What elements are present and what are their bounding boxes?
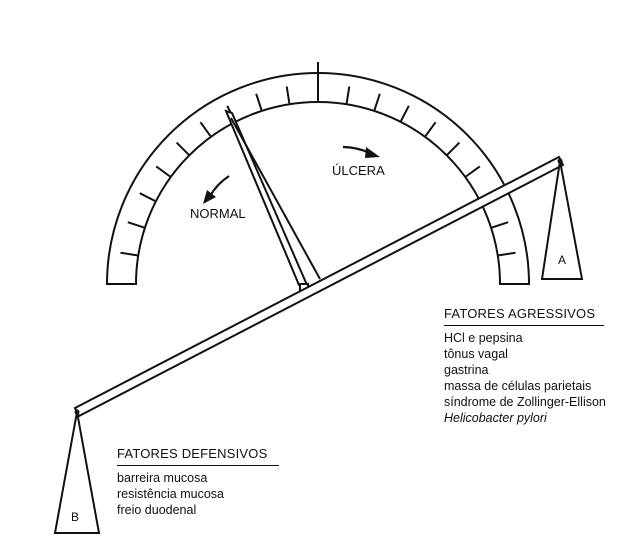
- gauge-tick: [127, 221, 146, 229]
- gauge-tick: [464, 165, 481, 178]
- gauge-tick: [373, 93, 381, 112]
- pan-b-label: B: [71, 510, 79, 524]
- list-item: tônus vagal: [444, 347, 508, 361]
- label-normal: NORMAL: [190, 206, 246, 221]
- pan-a-label: A: [558, 253, 566, 267]
- label-ulcera: ÚLCERA: [332, 163, 385, 178]
- gauge-tick: [497, 251, 516, 257]
- list-item: massa de células parietais: [444, 379, 592, 393]
- aggressive-factors: FATORES AGRESSIVOS HCl e pepsina tônus v…: [444, 306, 619, 426]
- gauge-needle: [224, 109, 309, 286]
- pan-b: [53, 411, 101, 534]
- pivot-a: [557, 158, 563, 164]
- arrow-ulcera-icon: [342, 145, 380, 158]
- gauge-tick: [155, 165, 172, 178]
- gauge-tick: [139, 192, 157, 203]
- defensive-factors-title: FATORES DEFENSIVOS: [117, 446, 279, 466]
- list-item: Helicobacter pylori: [444, 411, 547, 425]
- list-item: síndrome de Zollinger-Ellison: [444, 395, 606, 409]
- gauge-tick: [399, 105, 410, 123]
- pan-a: [540, 160, 584, 280]
- gauge-tick: [424, 121, 437, 138]
- gauge-tick: [120, 251, 139, 257]
- gauge-tick: [199, 121, 212, 138]
- gauge-tick: [175, 141, 191, 157]
- arrow-normal-icon: [203, 175, 230, 204]
- list-item: freio duodenal: [117, 503, 197, 517]
- list-item: gastrina: [444, 363, 489, 377]
- gauge-tick: [285, 86, 291, 105]
- list-item: barreira mucosa: [117, 471, 208, 485]
- gauge-tick: [490, 221, 509, 229]
- gauge-tick: [345, 86, 351, 105]
- defensive-factors: FATORES DEFENSIVOS barreira mucosa resis…: [117, 446, 297, 518]
- pivot-b: [74, 409, 80, 415]
- gauge-dial: [105, 72, 531, 285]
- list-item: resistência mucosa: [117, 487, 224, 501]
- list-item: HCl e pepsina: [444, 331, 523, 345]
- aggressive-factors-title: FATORES AGRESSIVOS: [444, 306, 604, 326]
- gauge-tick: [255, 93, 263, 112]
- gauge-tick: [445, 141, 461, 157]
- beam-strut: [230, 117, 321, 280]
